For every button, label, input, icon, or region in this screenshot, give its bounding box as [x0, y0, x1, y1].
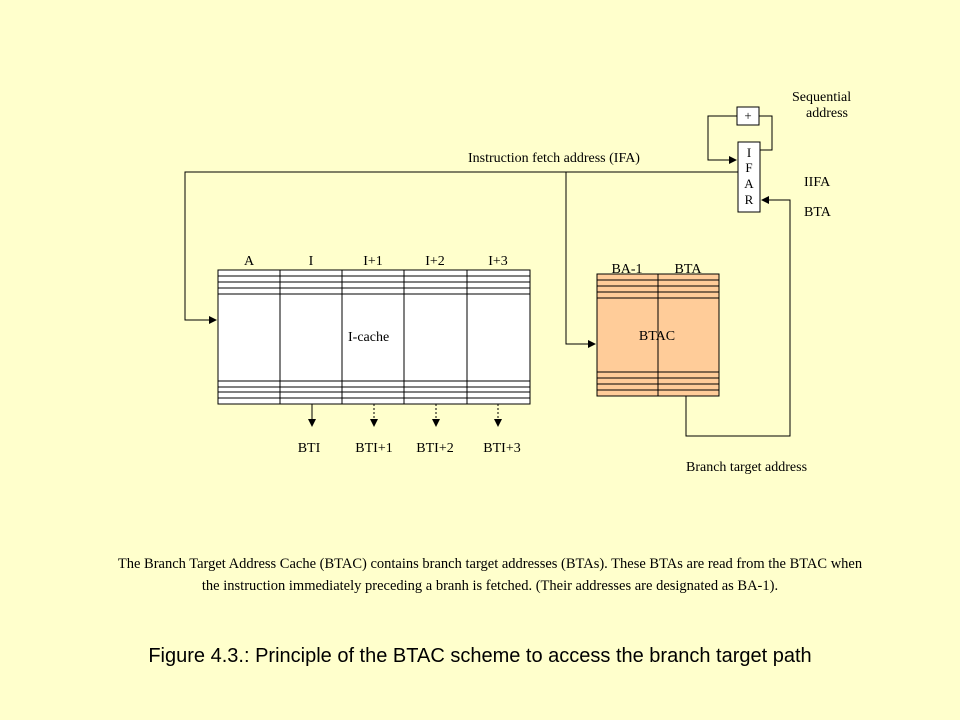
ifar-letter-f: F	[745, 160, 753, 175]
icache-label: I-cache	[348, 330, 390, 345]
ifar-letter-a: A	[744, 176, 754, 191]
ifar-register	[737, 141, 761, 213]
branch-target-address-label: Branch target address	[686, 460, 808, 475]
output-bti-plus-2: BTI+2	[416, 441, 454, 456]
figure-title: Figure 4.3.: Principle of the BTAC schem…	[148, 645, 812, 667]
output-bti-plus-3: BTI+3	[483, 441, 521, 456]
btac-block	[596, 273, 720, 397]
ifar-letter-i: I	[746, 145, 752, 160]
btac-column-ba-1: BA-1	[611, 262, 643, 277]
icache-column-i-plus-2: I+2	[425, 254, 445, 269]
sequential-label: Sequential	[792, 90, 852, 105]
ifar-letter-r: R	[744, 192, 754, 207]
icache-block	[217, 269, 531, 405]
icache-column-i-plus-1: I+1	[363, 254, 383, 269]
ifa-label: Instruction fetch address (IFA)	[468, 151, 640, 166]
connection-lines	[184, 115, 791, 437]
sequential-address-label: address	[806, 106, 848, 121]
icache-column-i-plus-3: I+3	[488, 254, 508, 269]
icache-column-a: A	[243, 254, 255, 269]
figure-caption: The Branch Target Address Cache (BTAC) c…	[117, 556, 863, 594]
btac-column-bta: BTA	[674, 262, 702, 277]
output-bti-plus-1: BTI+1	[355, 441, 393, 456]
iifa-label: IIFA	[804, 175, 831, 190]
adder-plus-sign: +	[744, 108, 752, 123]
bta-input-label: BTA	[804, 205, 831, 220]
output-bti: BTI	[297, 441, 321, 456]
btac-label: BTAC	[638, 329, 676, 344]
icache-column-i: I	[308, 254, 314, 269]
icache-output-arrows	[308, 404, 502, 427]
